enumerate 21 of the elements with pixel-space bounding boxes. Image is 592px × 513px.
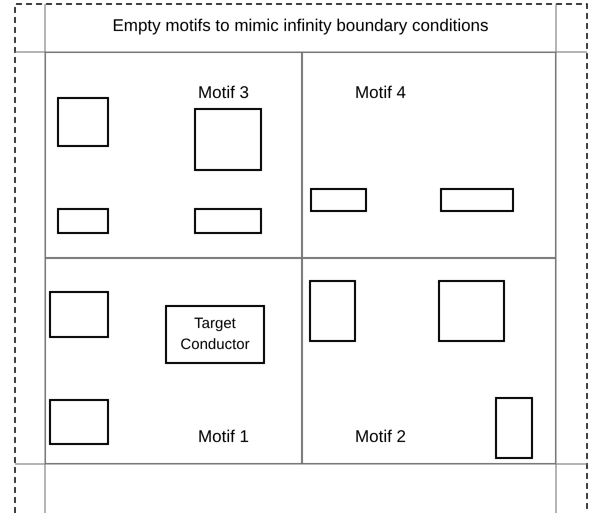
- motif-label: Motif 2: [354, 427, 408, 447]
- conductor-rect: [310, 188, 367, 212]
- conductor-rect: [440, 188, 514, 212]
- motif-cell: [45, 258, 302, 464]
- conductor-box: Target Conductor: [165, 305, 265, 364]
- conductor-rect: [57, 208, 109, 234]
- conductor-rect: [57, 97, 109, 147]
- motif-cell: [302, 258, 556, 464]
- conductor-rect: [194, 108, 262, 171]
- title-text: Empty motifs to mimic infinity boundary conditions: [111, 16, 490, 36]
- motif-label: Motif 3: [196, 83, 250, 103]
- conductor-rect: [495, 397, 533, 459]
- conductor-rect: [49, 291, 109, 338]
- motif-cell: [302, 52, 556, 258]
- conductor-rect: [438, 280, 505, 342]
- motif-cell: [45, 52, 302, 258]
- conductor-rect: [194, 208, 262, 234]
- conductor-rect: [309, 280, 356, 342]
- motif-label: Motif 4: [354, 83, 408, 103]
- conductor-rect: [49, 399, 109, 445]
- motif-label: Motif 1: [196, 427, 250, 447]
